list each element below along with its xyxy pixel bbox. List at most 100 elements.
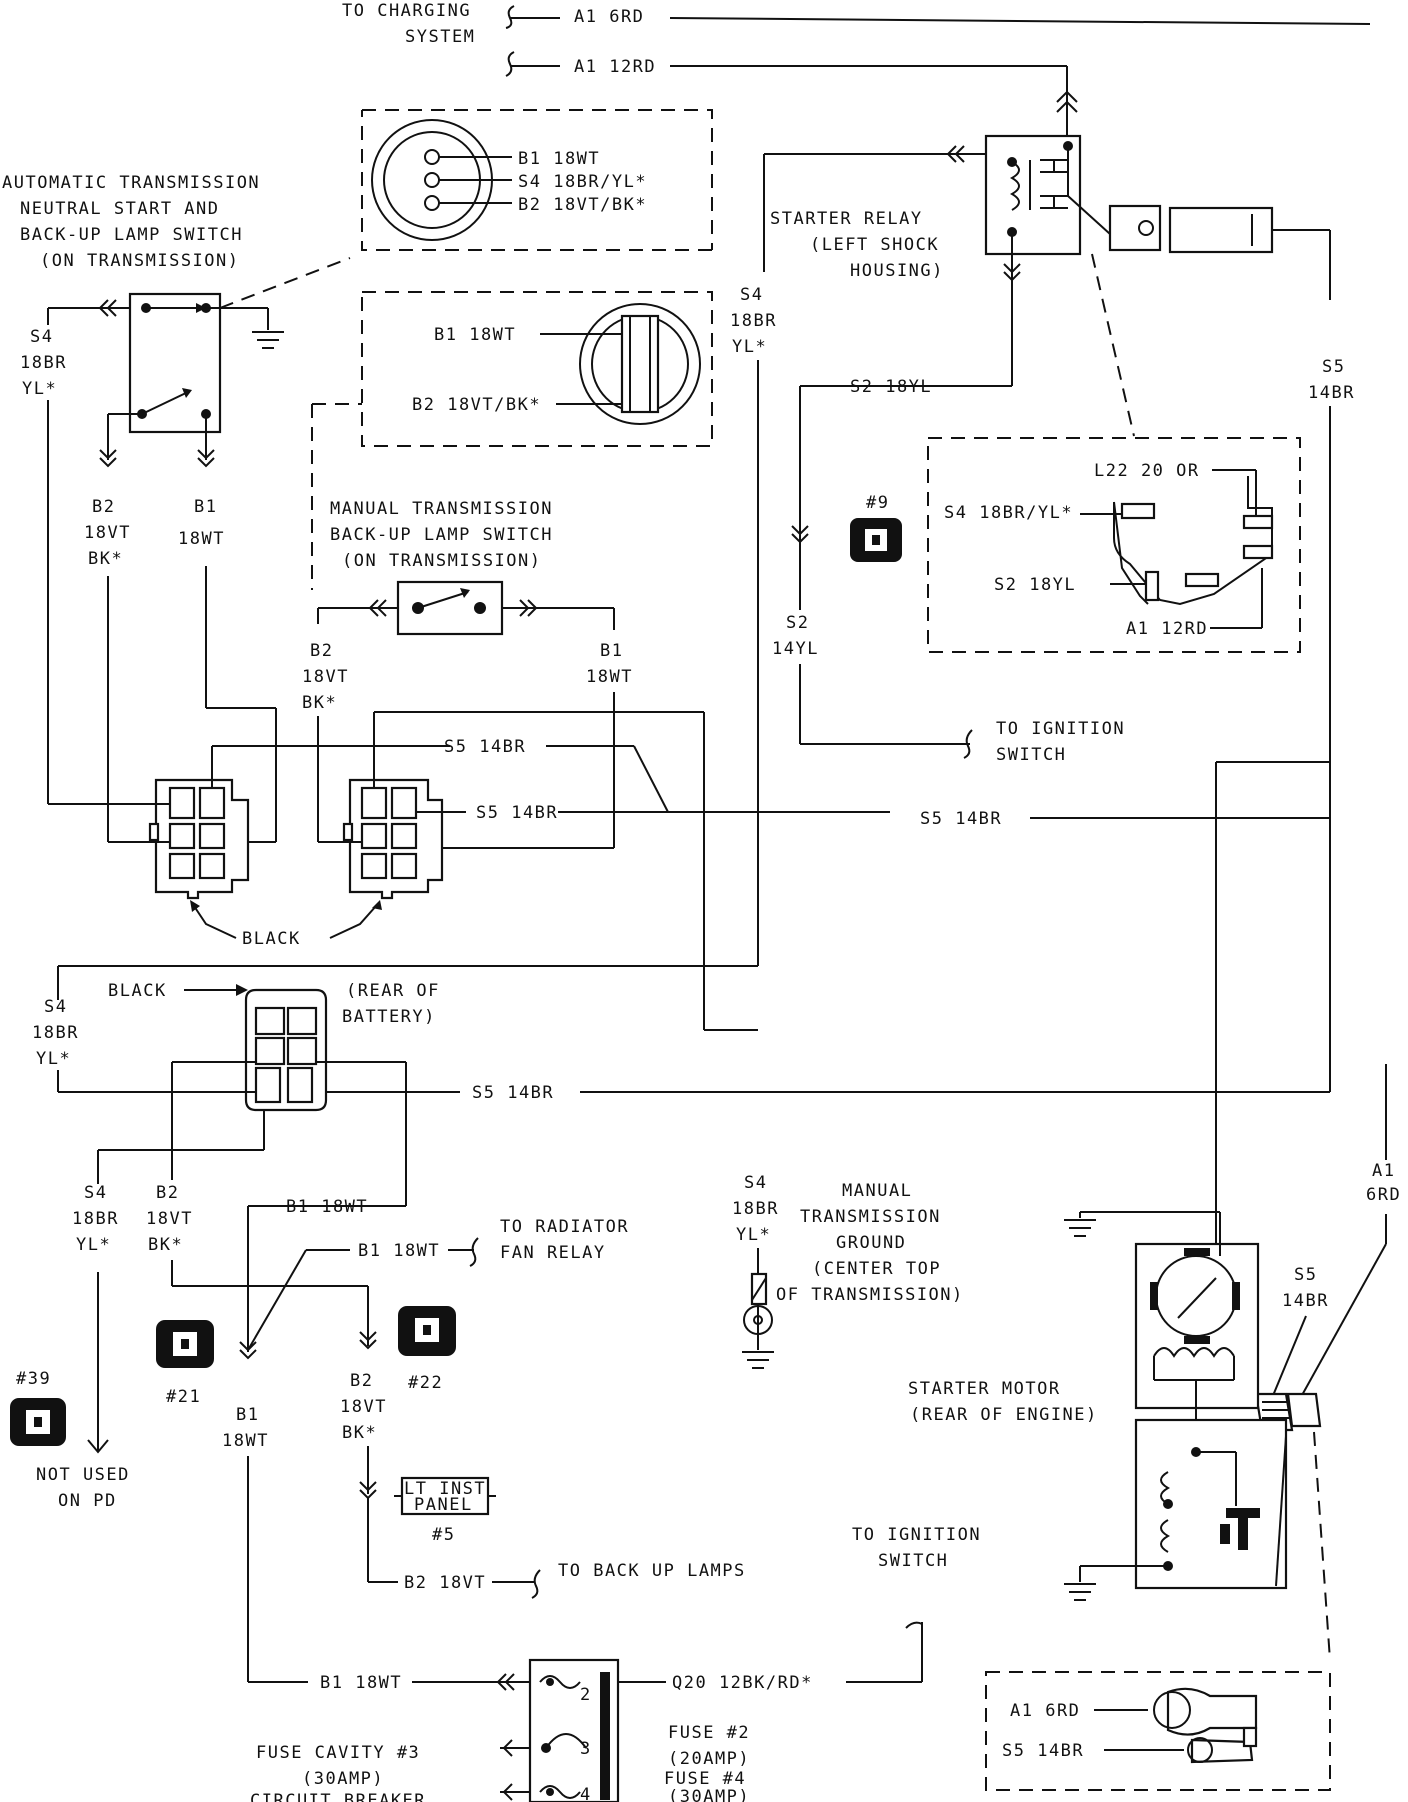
sw-b2-label: B2 18VT/BK* <box>412 395 541 415</box>
connector-9-icon: #9 <box>850 493 902 562</box>
sw-b1-label: B1 18WT <box>434 325 516 345</box>
q20-label: Q20 12BK/RD* <box>672 1673 813 1693</box>
to-radiator-label-2: FAN RELAY <box>500 1243 606 1263</box>
three-pin-connector-detail: B1 18WT S4 18BR/YL* B2 18VT/BK* <box>361 109 713 251</box>
fuse-cavity-label-3: CIRCUIT BREAKER <box>250 1791 426 1802</box>
battery-connector: BLACK (REAR OF BATTERY) S4 18BR YL* S5 1… <box>32 761 1331 1300</box>
term-s5-label: S5 14BR <box>1002 1741 1084 1761</box>
to-ign-sw-label: TO IGNITION <box>852 1525 981 1545</box>
ll-b1-2: 18WT <box>222 1431 269 1451</box>
fuse-cavity-label-2: (30AMP) <box>302 1769 384 1789</box>
relay-s4: S4 <box>740 285 763 305</box>
ats-s4: S4 <box>30 327 53 347</box>
b1-18wt-c: B1 18WT <box>320 1673 402 1693</box>
to-ignition-label-2: SWITCH <box>996 745 1066 765</box>
conn39-label: #39 <box>16 1369 51 1389</box>
sm-s5: S5 <box>1294 1265 1317 1285</box>
ats-s4-2: 18BR <box>20 353 67 373</box>
lower-left-circuits: S4 18BR YL* B2 18VT BK* B1 18WT B1 18WT … <box>36 1183 746 1693</box>
fuse2-label: FUSE #2 <box>668 1723 750 1743</box>
automatic-transmission-switch: AUTOMATIC TRANSMISSION NEUTRAL START AND… <box>2 173 351 842</box>
a1-12rd-label: A1 12RD <box>574 57 656 77</box>
pin-b1-label: B1 18WT <box>518 149 600 169</box>
s2-label: S2 <box>786 613 809 633</box>
charging-system-leads: TO CHARGING SYSTEM A1 6RD A1 12RD <box>342 1 1371 135</box>
lt-inst-label-2: PANEL <box>414 1495 473 1515</box>
pin-b2-label: B2 18VT/BK* <box>518 195 647 215</box>
ats-b2-3: BK* <box>88 549 123 569</box>
batt-s4-2: 18BR <box>32 1023 79 1043</box>
sm-s5-2: 14BR <box>1282 1291 1329 1311</box>
fuse2-label-2: (20AMP) <box>668 1749 750 1769</box>
mt-ground: S4 18BR YL* MANUAL TRANSMISSION GROUND (… <box>732 1173 964 1369</box>
fuse-block: TO IGNITION SWITCH Q20 12BK/RD* 2 3 4 FU… <box>250 1525 981 1802</box>
fuse4-label-2: (30AMP) <box>668 1787 750 1802</box>
lt-inst-label: LT INST <box>404 1479 486 1499</box>
starter-motor: A1 6RD S5 14BR <box>908 1064 1400 1661</box>
mtg-label: MANUAL <box>842 1181 912 1201</box>
fuse-cavity-label: FUSE CAVITY #3 <box>256 1743 420 1763</box>
mts-b1: B1 <box>600 641 623 661</box>
pin-s4-label: S4 18BR/YL* <box>518 172 647 192</box>
conn22-label: #22 <box>408 1373 443 1393</box>
ats-title-3: BACK-UP LAMP SWITCH <box>20 225 243 245</box>
rear-battery-label-2: BATTERY) <box>342 1007 436 1027</box>
ll-s4-2: 18BR <box>72 1209 119 1229</box>
a1-6rd-label: A1 6RD <box>574 7 644 27</box>
black-label-2: BLACK <box>108 981 167 1001</box>
batt-s4: S4 <box>44 997 67 1017</box>
mts-title-3: (ON TRANSMISSION) <box>342 551 542 571</box>
ll-b2-2: 18VT <box>146 1209 193 1229</box>
to-backup-label: TO BACK UP LAMPS <box>558 1561 746 1581</box>
manual-switch-detail: B1 18WT B2 18VT/BK* <box>311 291 713 590</box>
ign-a1-label: A1 12RD <box>1126 619 1208 639</box>
mts-b1-2: 18WT <box>586 667 633 687</box>
mtg-s4: S4 <box>744 1173 767 1193</box>
starter-terminal-detail: A1 6RD S5 14BR <box>985 1671 1331 1791</box>
term-a1-label: A1 6RD <box>1010 1701 1080 1721</box>
ats-title: AUTOMATIC TRANSMISSION <box>2 173 260 193</box>
s5-14br-c: S5 14BR <box>920 809 1002 829</box>
conn21-label: #21 <box>166 1387 201 1407</box>
ats-b1-2: 18WT <box>178 529 225 549</box>
relay-s5-2: 14BR <box>1308 383 1355 403</box>
mts-b2-3: BK* <box>302 693 337 713</box>
mtg-s4-2: 18BR <box>732 1199 779 1219</box>
not-used-label: NOT USED <box>36 1465 130 1485</box>
mts-b2-2: 18VT <box>302 667 349 687</box>
ll-b1: B1 <box>236 1405 259 1425</box>
cb-3: 3 <box>580 1739 592 1759</box>
ign-s4-label: S4 18BR/YL* <box>944 503 1073 523</box>
to-charging-label: TO CHARGING <box>342 1 471 21</box>
mtg-label-2: TRANSMISSION <box>800 1207 941 1227</box>
manual-transmission-switch: MANUAL TRANSMISSION BACK-UP LAMP SWITCH … <box>302 499 633 848</box>
mtg-label-5: OF TRANSMISSION) <box>776 1285 964 1305</box>
rear-battery-label: (REAR OF <box>346 981 440 1001</box>
ats-b2: B2 <box>92 497 115 517</box>
starter-relay: STARTER RELAY (LEFT SHOCK HOUSING) S4 18… <box>730 134 1355 966</box>
l22-label: L22 20 OR <box>1094 461 1200 481</box>
mtg-s4-3: YL* <box>736 1225 771 1245</box>
batt-s4-3: YL* <box>36 1049 71 1069</box>
ll-b2b-2: 18VT <box>340 1397 387 1417</box>
mtg-label-3: GROUND <box>836 1233 906 1253</box>
ats-title-2: NEUTRAL START AND <box>20 199 220 219</box>
relay-s4-2: 18BR <box>730 311 777 331</box>
conn5-label: #5 <box>432 1525 455 1545</box>
ll-s4-3: YL* <box>76 1235 111 1255</box>
starter-relay-label-2: (LEFT SHOCK <box>810 235 939 255</box>
b2-18vt-label: B2 18VT <box>404 1573 486 1593</box>
conn9-label: #9 <box>866 493 889 513</box>
mts-title: MANUAL TRANSMISSION <box>330 499 553 519</box>
starter-motor-label: STARTER MOTOR <box>908 1379 1061 1399</box>
starter-motor-label-2: (REAR OF ENGINE) <box>910 1405 1098 1425</box>
connector-pair: S5 14BR S5 14BR S5 14BR BLACK <box>48 707 1330 1031</box>
to-ign-sw-label-2: SWITCH <box>878 1551 948 1571</box>
relay-s5: S5 <box>1322 357 1345 377</box>
ignition-switch-detail: L22 20 OR S4 18BR/YL* S2 18YL A1 12RD <box>927 437 1301 653</box>
s5-14br-d: S5 14BR <box>472 1083 554 1103</box>
b1-18wt-b: B1 18WT <box>358 1241 440 1261</box>
ats-title-4: (ON TRANSMISSION) <box>40 251 240 271</box>
sm-a1: A1 <box>1372 1161 1395 1181</box>
